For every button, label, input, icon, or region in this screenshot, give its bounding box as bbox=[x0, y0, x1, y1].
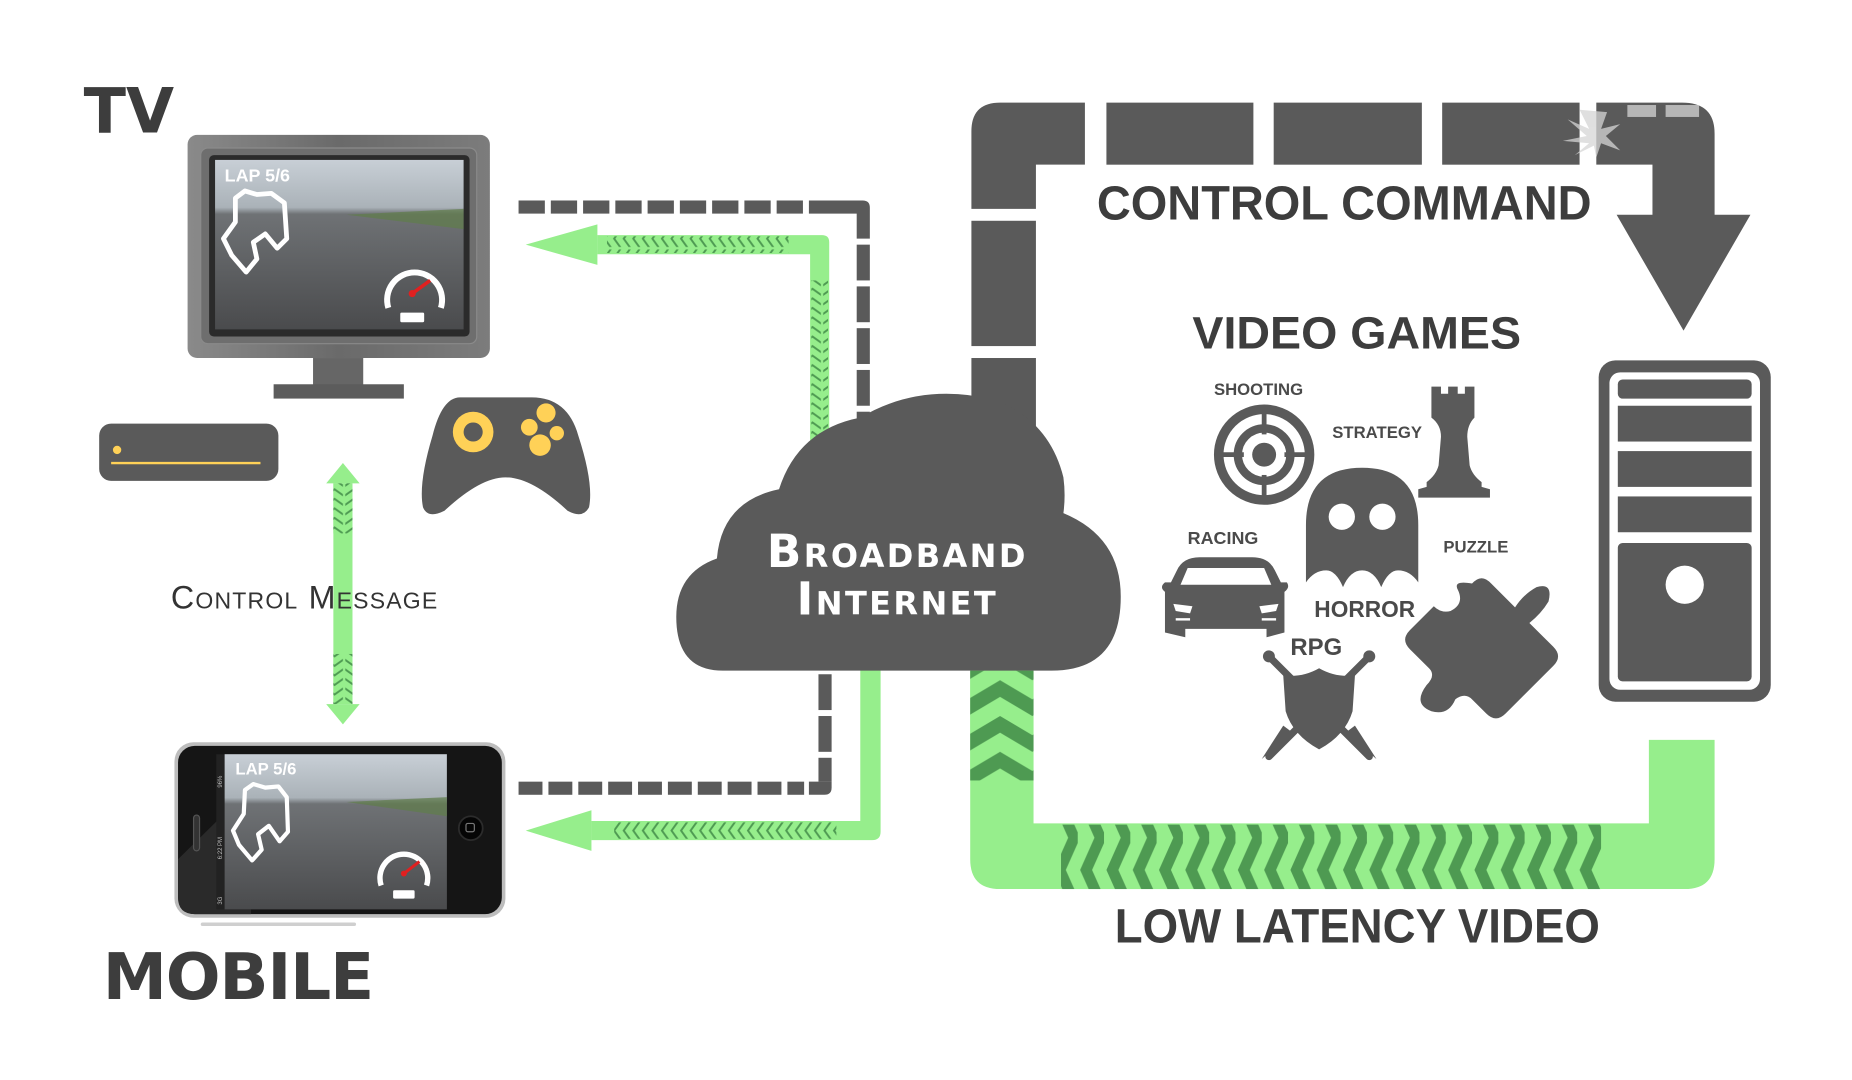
genre-label-shooting: SHOOTING bbox=[1214, 380, 1303, 399]
video-left-chevrons bbox=[1061, 824, 1602, 890]
ghost-icon bbox=[1305, 467, 1419, 588]
track-map-icon bbox=[221, 188, 290, 275]
speedometer-icon bbox=[384, 269, 446, 323]
console-icon bbox=[99, 423, 279, 481]
video-games-title: VIDEO GAMES bbox=[1192, 307, 1521, 358]
phone-speaker bbox=[192, 814, 201, 852]
down-arrow-icon bbox=[1596, 102, 1751, 331]
genre-label-horror: HORROR bbox=[1314, 596, 1415, 622]
shield-swords-icon bbox=[1261, 650, 1377, 761]
tv-icon: LAP 5/6 bbox=[187, 134, 490, 399]
genre-label-strategy: STRATEGY bbox=[1332, 423, 1422, 442]
tv-lap-counter: LAP 5/6 bbox=[225, 165, 290, 185]
video-up-chevrons bbox=[970, 670, 1034, 781]
mobile-lap-counter: LAP 5/6 bbox=[235, 760, 296, 779]
genre-label-puzzle: PUZZLE bbox=[1443, 538, 1508, 557]
genre-strategy: STRATEGY bbox=[1332, 386, 1490, 498]
watermark-logo bbox=[1562, 105, 1700, 158]
low-latency-video-pipe bbox=[970, 668, 1715, 890]
genre-puzzle: PUZZLE bbox=[1405, 538, 1559, 719]
genre-rpg: RPG bbox=[1261, 634, 1377, 761]
cloud-icon bbox=[676, 393, 1121, 671]
gamepad-icon bbox=[421, 397, 591, 515]
car-icon bbox=[1161, 557, 1289, 638]
tv-screen bbox=[215, 159, 464, 330]
mobile-track-map-icon bbox=[230, 781, 291, 863]
puzzle-piece-icon bbox=[1405, 578, 1559, 719]
genre-racing: RACING bbox=[1161, 528, 1289, 638]
server-tower-icon bbox=[1598, 360, 1771, 702]
mobile-status-battery: 96% bbox=[218, 775, 224, 788]
mobile-status-time: 6:22 PM bbox=[218, 837, 224, 859]
phone-home-button bbox=[457, 815, 484, 842]
cloud-label-line2: Internet bbox=[796, 573, 998, 626]
target-icon bbox=[1213, 404, 1315, 505]
mobile-speedometer-icon bbox=[377, 851, 431, 899]
control-message-label: Control Message bbox=[171, 580, 439, 616]
mobile-phone-icon: 96% 6:22 PM 3G LAP 5/6 bbox=[174, 742, 506, 927]
chess-rook-icon bbox=[1418, 386, 1490, 498]
tv-video-arrow bbox=[525, 224, 830, 454]
genre-label-rpg: RPG bbox=[1290, 634, 1342, 661]
control-message-arrow[interactable] bbox=[326, 463, 360, 725]
mobile-status-network: 3G bbox=[218, 896, 224, 904]
cloud-label-line1: Broadband bbox=[767, 525, 1028, 578]
tv-label: TV bbox=[84, 74, 174, 147]
mobile-video-arrow bbox=[525, 668, 881, 851]
genre-shooting: SHOOTING bbox=[1213, 380, 1315, 505]
control-command-label: CONTROL COMMAND bbox=[1097, 178, 1592, 231]
mobile-label: MOBILE bbox=[103, 940, 373, 1015]
tv-control-dashed-line bbox=[518, 200, 870, 448]
low-latency-video-label: LOW LATENCY VIDEO bbox=[1115, 901, 1600, 954]
genre-label-racing: RACING bbox=[1188, 528, 1259, 548]
genre-horror: HORROR bbox=[1305, 467, 1419, 622]
server-power-button bbox=[1665, 565, 1704, 604]
mobile-control-dashed-line bbox=[518, 674, 832, 795]
